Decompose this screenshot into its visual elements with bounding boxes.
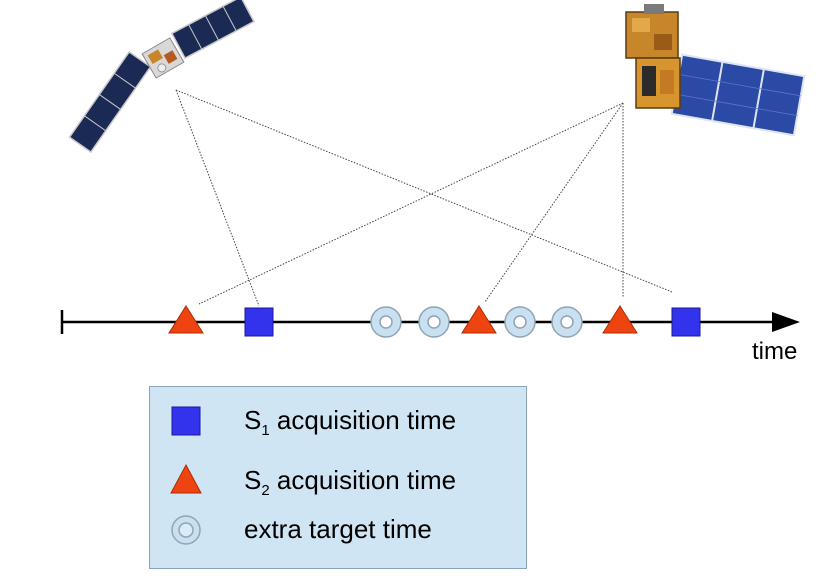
time-axis-arrow-icon xyxy=(772,312,800,332)
event-s2-3 xyxy=(602,305,638,334)
acquisition-lines xyxy=(175,89,673,307)
s2-line-2 xyxy=(484,102,624,303)
event-s2-2 xyxy=(461,305,497,334)
legend-label-extra: extra target time xyxy=(244,514,432,544)
s1-line-1 xyxy=(175,89,260,307)
event-extra-4 xyxy=(551,306,583,338)
event-s1-1 xyxy=(244,307,274,337)
time-axis-label: time xyxy=(752,338,798,365)
red-triangle-icon xyxy=(170,463,202,494)
event-s2-1 xyxy=(168,305,204,334)
event-extra-3 xyxy=(504,306,536,338)
event-extra-1 xyxy=(370,306,402,338)
legend-row-extra: extra target time xyxy=(150,514,526,554)
legend-row-s2: S2 acquisition time xyxy=(150,461,526,501)
blue-square-icon xyxy=(171,406,201,436)
satellite-left-icon xyxy=(68,0,255,154)
s2-line-1 xyxy=(198,102,624,305)
legend-row-s1: S1 acquisition time xyxy=(150,403,526,443)
legend: S1 acquisition time S2 acquisition time … xyxy=(149,386,527,569)
legend-label-s1: S1 acquisition time xyxy=(244,405,457,439)
event-extra-2 xyxy=(418,306,450,338)
legend-label-s2: S2 acquisition time xyxy=(244,465,457,499)
double-circle-icon xyxy=(171,515,201,545)
s1-line-2 xyxy=(175,89,673,293)
event-s1-2 xyxy=(671,307,701,337)
satellite-right-icon xyxy=(625,4,806,137)
